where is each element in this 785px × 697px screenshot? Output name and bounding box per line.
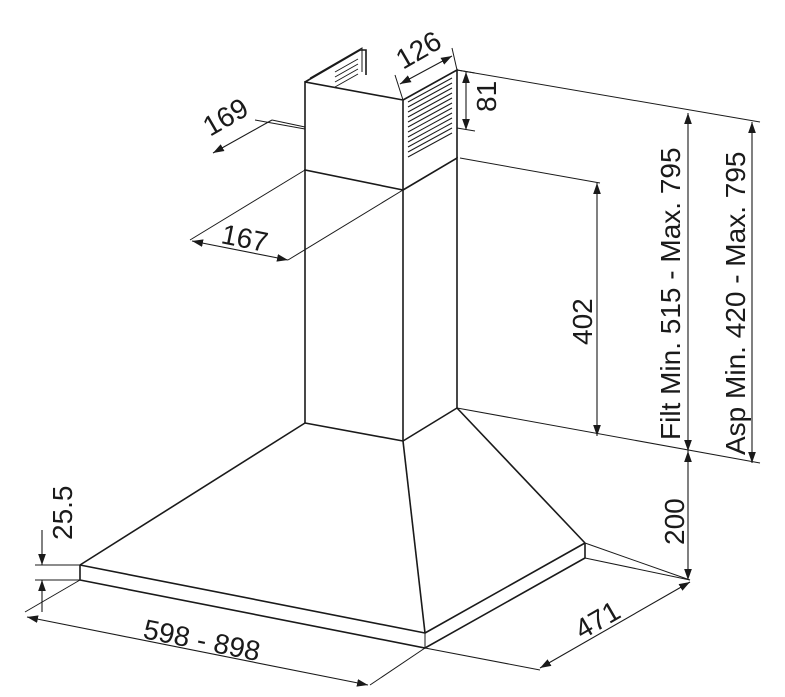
vent-slat (407, 102, 453, 128)
vent-slat (334, 73, 359, 88)
outlet-height-label: 81 (471, 81, 502, 112)
width-range-label: 598 - 898 (141, 613, 263, 667)
chimney-height-label: 402 (567, 298, 598, 345)
vent-slat (334, 63, 359, 78)
vent-slat (407, 132, 453, 158)
vent-slat (407, 77, 453, 103)
filter-range-label: Filt Min. 515 - Max. 795 (655, 147, 686, 440)
extract-range-label: Asp Min. 420 - Max. 795 (720, 152, 751, 455)
dimension-filter-range: Filt Min. 515 - Max. 795 (655, 113, 692, 451)
chimney-vents (334, 58, 453, 158)
outlet-width-label: 126 (391, 25, 447, 75)
vent-slat (407, 82, 453, 108)
chimney (304, 47, 458, 441)
vent-slat (407, 117, 453, 143)
depth-label: 471 (570, 595, 626, 645)
dimension-depth: 471 (424, 557, 691, 671)
hood-height-label: 200 (659, 498, 690, 545)
dimension-outlet-height: 81 (456, 69, 502, 132)
vent-slat (407, 92, 453, 118)
wall-lines (456, 69, 761, 581)
vent-slat (407, 127, 453, 153)
vent-slat (407, 87, 453, 113)
vent-slat (407, 122, 453, 148)
dimension-extract-range: Asp Min. 420 - Max. 795 (720, 122, 756, 463)
chimney-width-label: 167 (219, 218, 271, 258)
dimension-chimney-depth: 169 (198, 92, 306, 154)
vent-slat (407, 97, 453, 123)
vent-slat (407, 107, 453, 133)
hood-body (79, 407, 586, 649)
vent-slat (334, 68, 359, 83)
dimension-chimney-height: 402 (567, 183, 601, 436)
edge-height-label: 25.5 (47, 486, 78, 541)
dimension-width: 598 - 898 (24, 579, 426, 687)
vent-slat (407, 112, 453, 138)
vent-slat (334, 58, 359, 73)
dimension-hood-height: 200 (659, 451, 692, 580)
dimension-edge-height: 25.5 (35, 486, 80, 612)
